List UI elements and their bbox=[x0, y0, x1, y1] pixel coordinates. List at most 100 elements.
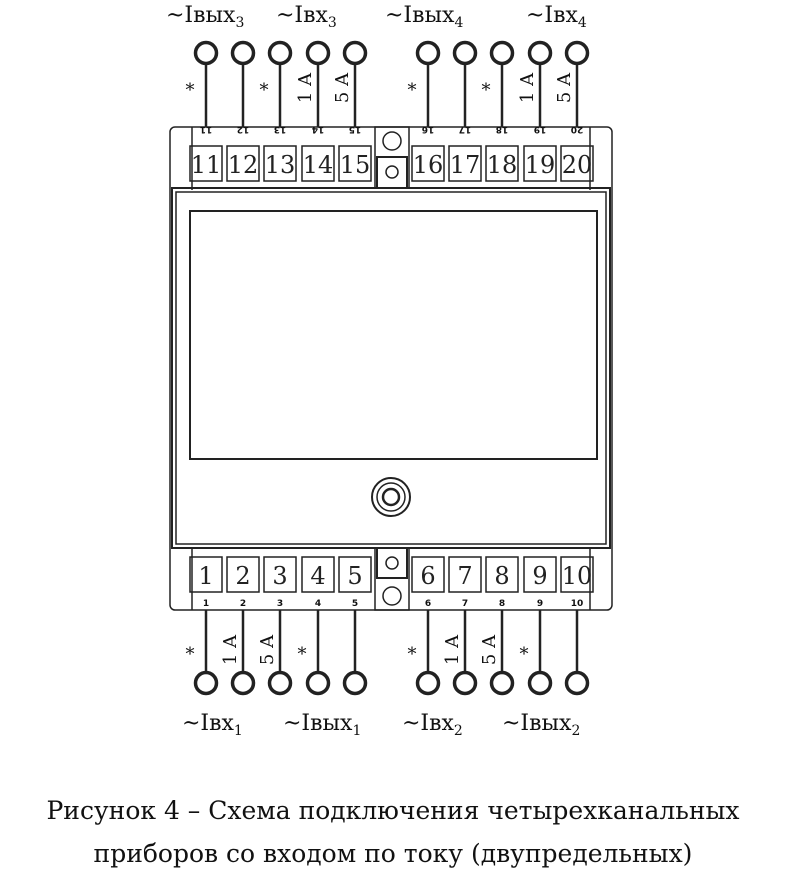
terminal-small-number: 9 bbox=[537, 599, 543, 609]
terminal-box bbox=[338, 556, 372, 593]
group-label: ~Iвх4 bbox=[526, 3, 587, 31]
current-range-label: 1 A bbox=[220, 634, 241, 665]
connection-terminal-icon[interactable] bbox=[489, 40, 515, 66]
bottom-screw-icon bbox=[385, 556, 399, 570]
group-label: ~Iвх2 bbox=[402, 711, 463, 739]
polarity-mark: * bbox=[520, 644, 529, 665]
group-label-subscript: 3 bbox=[235, 15, 244, 31]
connection-terminal-icon[interactable] bbox=[527, 670, 553, 696]
terminal-number: 15 bbox=[340, 151, 371, 179]
terminal-small-number: 14 bbox=[312, 124, 325, 134]
terminal-box bbox=[523, 556, 557, 593]
terminal-small-number: 20 bbox=[571, 124, 584, 134]
terminal-7: 7 7 1 A bbox=[442, 556, 482, 696]
terminal-small-number: 19 bbox=[534, 124, 547, 134]
terminal-number: 20 bbox=[562, 151, 593, 179]
terminal-box bbox=[448, 145, 482, 182]
group-label: ~Iвых1 bbox=[283, 711, 361, 739]
terminal-small-number: 1 bbox=[203, 599, 209, 609]
connection-terminal-icon[interactable] bbox=[230, 670, 256, 696]
connection-terminal-icon[interactable] bbox=[564, 670, 590, 696]
terminal-number: 9 bbox=[532, 562, 547, 590]
terminal-number: 12 bbox=[228, 151, 259, 179]
terminal-8: 885 A bbox=[479, 556, 519, 696]
group-label-text: ~Iвых bbox=[385, 3, 455, 28]
terminal-small-number: 12 bbox=[237, 124, 250, 134]
group-label: ~Iвых2 bbox=[502, 711, 580, 739]
terminal-number: 6 bbox=[420, 562, 435, 590]
group-label-text: ~Iвх bbox=[182, 711, 235, 736]
terminal-small-number: 17 bbox=[459, 124, 472, 134]
connection-terminal-icon[interactable] bbox=[415, 40, 441, 66]
terminal-20: 20 20 5 A bbox=[554, 40, 594, 182]
connection-terminal-icon[interactable] bbox=[527, 40, 553, 66]
connection-terminal-icon[interactable] bbox=[342, 40, 368, 66]
current-range-label: 5 A bbox=[479, 634, 500, 665]
terminal-box bbox=[301, 145, 335, 182]
polarity-mark: * bbox=[408, 644, 417, 665]
caption-line-2: приборов со входом по току (двупредельны… bbox=[93, 839, 693, 868]
connection-terminal-icon[interactable] bbox=[415, 670, 441, 696]
terminal-number: 19 bbox=[525, 151, 556, 179]
terminal-box bbox=[189, 556, 223, 593]
group-label-text: ~Iвх bbox=[402, 711, 455, 736]
current-range-label: 5 A bbox=[257, 634, 278, 665]
terminal-small-number: 3 bbox=[277, 599, 283, 609]
polarity-mark: * bbox=[482, 80, 491, 101]
connection-terminal-icon[interactable] bbox=[452, 40, 478, 66]
terminal-small-number: 7 bbox=[462, 599, 468, 609]
connection-terminal-icon[interactable] bbox=[305, 40, 331, 66]
terminal-box bbox=[189, 145, 223, 182]
connection-terminal-icon[interactable] bbox=[342, 670, 368, 696]
current-range-label: 5 A bbox=[554, 72, 575, 103]
terminal-box bbox=[226, 556, 260, 593]
polarity-mark: * bbox=[408, 80, 417, 101]
terminal-number: 16 bbox=[413, 151, 444, 179]
terminal-box bbox=[338, 145, 372, 182]
connection-terminal-icon[interactable] bbox=[230, 40, 256, 66]
terminal-box bbox=[226, 145, 260, 182]
terminal-number: 7 bbox=[457, 562, 472, 590]
top-mount-hole bbox=[382, 131, 402, 151]
terminal-4: 44* bbox=[298, 556, 335, 696]
polarity-mark: * bbox=[186, 644, 195, 665]
terminal-6: 66* bbox=[408, 556, 445, 696]
terminal-number: 8 bbox=[494, 562, 509, 590]
terminal-box bbox=[301, 556, 335, 593]
group-label-text: ~Iвых bbox=[166, 3, 236, 28]
current-range-label: 1 A bbox=[442, 634, 463, 665]
group-label: ~Iвх3 bbox=[276, 3, 337, 31]
connection-terminal-icon[interactable] bbox=[305, 670, 331, 696]
terminal-small-number: 2 bbox=[240, 599, 246, 609]
connection-terminal-icon[interactable] bbox=[193, 40, 219, 66]
terminal-number: 3 bbox=[272, 562, 287, 590]
group-label-subscript: 2 bbox=[454, 723, 463, 739]
polarity-mark: * bbox=[260, 80, 269, 101]
terminal-16: 16 16 * bbox=[408, 40, 445, 182]
terminal-number: 17 bbox=[450, 151, 481, 179]
terminal-number: 11 bbox=[191, 151, 222, 179]
terminal-box bbox=[448, 556, 482, 593]
terminal-small-number: 4 bbox=[315, 599, 321, 609]
top-screw-icon bbox=[385, 165, 399, 179]
connection-terminal-icon[interactable] bbox=[489, 670, 515, 696]
group-label: ~Iвых4 bbox=[385, 3, 463, 31]
terminal-small-number: 16 bbox=[422, 124, 435, 134]
group-label-subscript: 4 bbox=[454, 15, 463, 31]
connection-terminal-icon[interactable] bbox=[193, 670, 219, 696]
current-range-label: 1 A bbox=[295, 72, 316, 103]
connection-terminal-icon[interactable] bbox=[267, 670, 293, 696]
terminal-number: 4 bbox=[310, 562, 325, 590]
connection-terminal-icon[interactable] bbox=[564, 40, 590, 66]
current-range-label: 1 A bbox=[517, 72, 538, 103]
terminal-9: 9 9 * bbox=[520, 556, 557, 696]
connection-terminal-icon[interactable] bbox=[267, 40, 293, 66]
group-label: ~Iвх1 bbox=[182, 711, 243, 739]
terminal-small-number: 11 bbox=[200, 124, 213, 134]
connection-terminal-icon[interactable] bbox=[452, 670, 478, 696]
display-window bbox=[189, 210, 598, 460]
terminal-number: 1 bbox=[198, 562, 213, 590]
